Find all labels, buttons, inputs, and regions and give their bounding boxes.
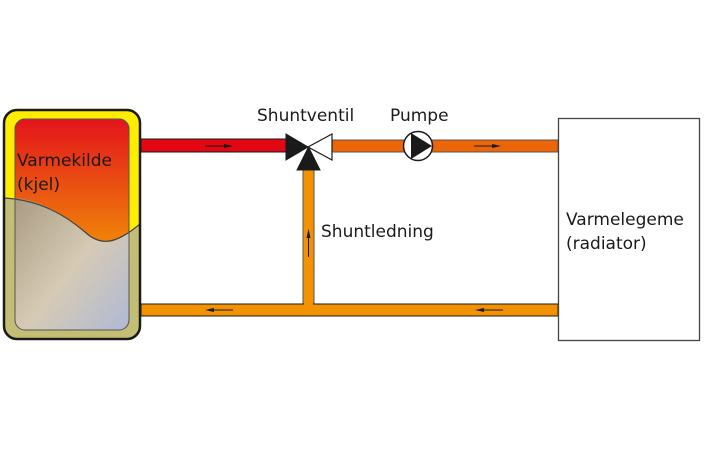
boiler: Varmekilde (kjel) — [2, 108, 142, 341]
shunt-line-label: Shuntledning — [321, 222, 434, 242]
shunt-valve-label: Shuntventil — [257, 106, 354, 126]
pump-label: Pumpe — [390, 106, 449, 126]
tee-junction — [304, 302, 313, 306]
radiator-box — [557, 117, 701, 342]
radiator-label-line1: Varmelegeme — [566, 210, 684, 230]
heat-source-label-line1: Varmekilde — [17, 151, 112, 171]
supply-pipe — [325, 139, 559, 153]
radiator-label-line2: (radiator) — [566, 234, 647, 254]
flow-arrow-right-icon — [205, 144, 233, 148]
flow-arrow-right-icon — [474, 144, 501, 148]
pump-icon[interactable] — [402, 130, 434, 162]
flow-arrow-left-icon — [205, 308, 233, 312]
boiler-inner-outline — [14, 118, 130, 331]
water-level-line — [4, 197, 140, 242]
heat-source-label-line2: (kjel) — [17, 175, 60, 195]
radiator: Varmelegeme (radiator) — [557, 117, 701, 342]
flow-arrow-up-icon — [306, 229, 311, 257]
flow-arrow-left-icon — [475, 308, 503, 312]
boiler-cold-water — [15, 198, 129, 330]
shunt-valve-icon[interactable] — [285, 132, 333, 171]
boiler-outline — [2, 108, 142, 341]
